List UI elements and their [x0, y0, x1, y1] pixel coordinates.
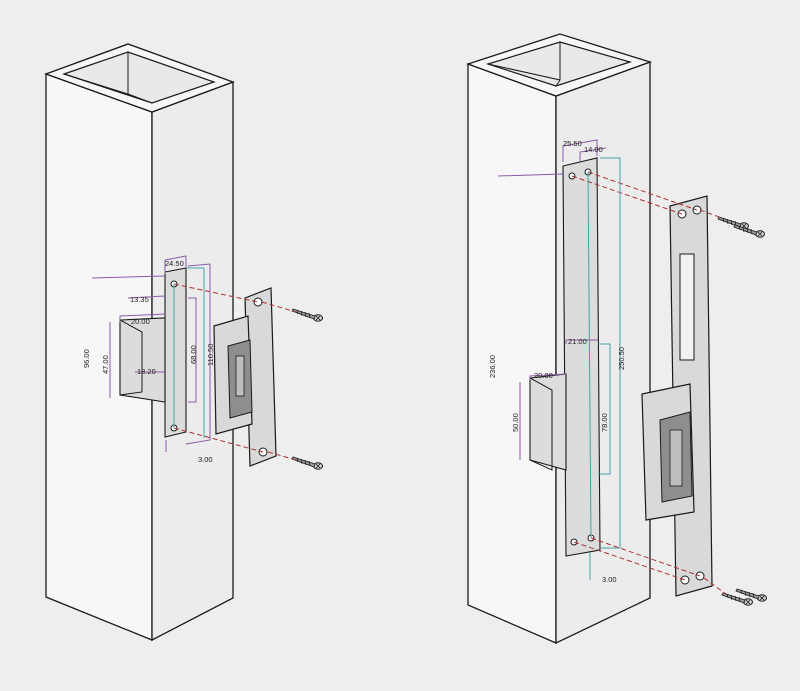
right-screw-1 — [717, 216, 749, 230]
left-screw-top — [291, 308, 323, 322]
left-strike-assembly — [213, 287, 323, 470]
right-mortise-slot — [562, 157, 601, 557]
left-dim-plate-thickness: 3.00 — [198, 455, 213, 464]
right-screw-2 — [733, 224, 765, 238]
left-faceplate-hole-top — [253, 297, 263, 307]
right-dim-overall-height: 236.00 — [488, 355, 497, 378]
right-faceplate-hole-3 — [680, 575, 690, 585]
left-mortise-cut — [119, 267, 187, 438]
right-dim-pocket-width-a: 21.00 — [568, 337, 587, 346]
right-dim-plate-width: 25.50 — [563, 139, 582, 148]
left-dim-inner-height: 68.00 — [189, 345, 198, 364]
right-strike-assembly — [641, 195, 767, 606]
right-mortise-pocket — [529, 373, 567, 471]
left-alignment-guides — [173, 283, 297, 461]
left-dim-plate-height: 110.50 — [206, 344, 215, 366]
right-dimension-labels: 25.50 14.00 21.00 20.00 3.00 236.00 50.0… — [488, 139, 626, 584]
right-dim-plate-height: 250.50 — [617, 347, 626, 370]
right-faceplate-slot — [679, 253, 695, 361]
left-dim-overall-height: 96.00 — [82, 349, 91, 368]
left-dim-pocket-height: 47.00 — [101, 355, 110, 374]
right-dim-pocket-height: 50.00 — [511, 413, 520, 432]
right-dimensions — [497, 139, 621, 580]
left-dim-plate-width: 24.50 — [165, 259, 184, 268]
right-post — [466, 33, 653, 645]
right-dim-plate-thickness: 3.00 — [602, 575, 617, 584]
right-alignment-guides — [571, 171, 727, 595]
right-dim-inner-height: 78.00 — [600, 413, 609, 432]
left-dim-notch-depth: 13.35 — [130, 295, 149, 304]
right-post-front-face — [467, 63, 557, 644]
left-screw-bottom — [291, 456, 323, 470]
left-dim-pocket-width: 20.00 — [131, 317, 150, 326]
left-dimension-labels: 24.50 13.35 20.00 18.20 3.00 96.00 47.00… — [82, 259, 215, 464]
right-post-hollow-opening — [486, 41, 633, 87]
left-dim-lower-width: 18.20 — [137, 367, 156, 376]
left-post — [44, 43, 235, 642]
left-mortise-slot — [164, 267, 187, 438]
right-dim-inner-width: 14.00 — [584, 145, 603, 154]
left-dimensions — [91, 255, 211, 452]
left-post-hollow-opening — [62, 51, 216, 104]
right-dim-pocket-width-b: 20.00 — [534, 371, 553, 380]
